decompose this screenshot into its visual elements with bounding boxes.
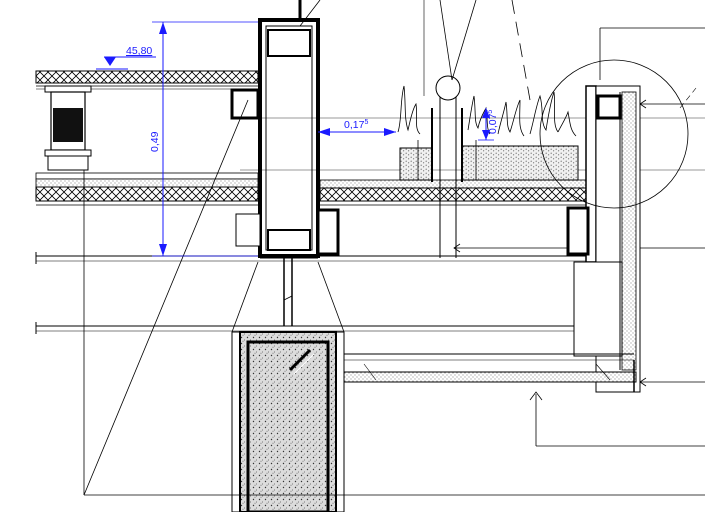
parapet-edge <box>539 59 697 393</box>
elevation-label: 45,80 <box>126 45 152 57</box>
concrete-wall <box>231 331 345 512</box>
upper-left-bracket <box>230 88 260 120</box>
gravel-bed <box>399 108 579 182</box>
gap-dimension: 0,175 <box>318 119 396 136</box>
drain-pipe <box>423 0 531 258</box>
steel-beam-web <box>260 255 318 326</box>
coil-spring-support <box>44 85 92 171</box>
column-side-block <box>316 208 340 256</box>
suspended-ceiling <box>343 353 637 392</box>
gap-label: 0,175 <box>344 119 368 131</box>
small-gap-dimension: 0,075 <box>478 108 499 141</box>
steel-column <box>258 0 320 258</box>
elevation-marker: 45,80 <box>96 45 156 70</box>
height-label: 0,49 <box>149 131 161 152</box>
height-dimension: 0,49 <box>149 21 258 257</box>
small-gap-label: 0,075 <box>487 110 499 134</box>
ceiling-lines <box>35 252 594 334</box>
